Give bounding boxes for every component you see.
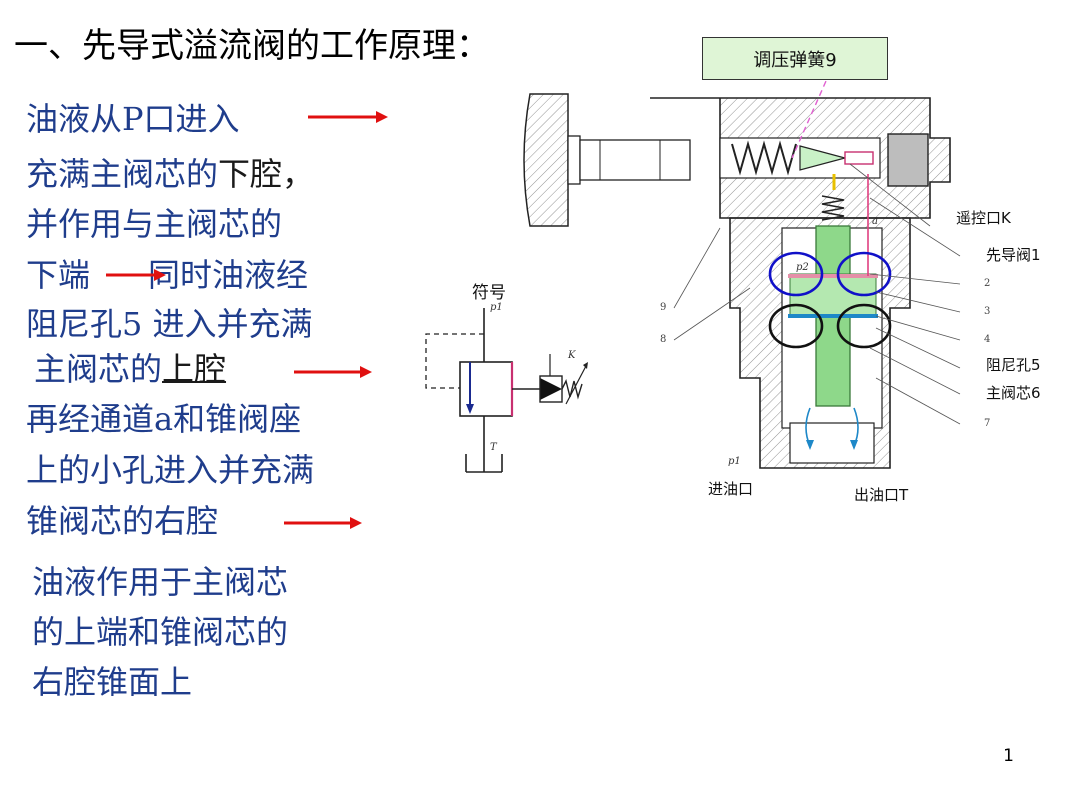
text-line-4b: 同时油液经	[148, 256, 309, 294]
part-number-8: 8	[660, 334, 667, 345]
text-line-6b: 上腔	[162, 350, 227, 388]
text-line-4: 下端 同时油液经	[26, 256, 308, 294]
a-label: a	[872, 216, 878, 227]
part-number-9: 9	[660, 302, 667, 313]
spring-callout: 调压弹簧9	[702, 37, 888, 80]
text-line-2a: 充满主阀芯的	[26, 155, 219, 193]
orifice-label: 阻尼孔5	[986, 356, 1041, 374]
text-line-10: 油液作用于主阀芯	[32, 563, 289, 601]
page-number: 1	[1003, 746, 1014, 766]
text-line-3: 并作用与主阀芯的	[26, 205, 283, 243]
remote-port-label: 遥控口K	[956, 209, 1011, 227]
text-line-12: 右腔锥面上	[32, 663, 193, 701]
text-line-2b: 下腔，	[218, 155, 315, 193]
red-arrow-3	[294, 366, 372, 378]
symbol-t-label: T	[490, 442, 497, 453]
red-arrow-1	[308, 111, 388, 123]
valve-cross-section	[523, 78, 961, 469]
inlet-label: 进油口	[708, 480, 754, 498]
outlet-label: 出油口T	[854, 486, 909, 504]
pilot-valve-label: 先导阀1	[986, 246, 1041, 264]
symbol-title: 符号	[472, 283, 506, 303]
part-number-2: 2	[984, 278, 991, 289]
text-line-8: 上的小孔进入并充满	[26, 451, 315, 489]
text-line-7: 再经通道a和锥阀座	[26, 400, 302, 438]
part-number-7: 7	[984, 418, 991, 429]
text-line-1: 油液从P口进入	[26, 100, 240, 138]
symbol-k-label: K	[568, 350, 576, 361]
red-arrow-2	[106, 269, 166, 281]
relief-valve-symbol	[425, 308, 588, 473]
part-number-4: 4	[984, 334, 991, 345]
text-line-11: 的上端和锥阀芯的	[32, 613, 289, 651]
text-line-4a: 下端	[26, 256, 91, 294]
main-spool-label: 主阀芯6	[986, 384, 1041, 402]
text-line-6a: 主阀芯的	[34, 350, 163, 388]
page-title: 一、先导式溢流阀的工作原理：	[14, 26, 490, 66]
p1-label: p1	[728, 456, 741, 467]
p2-label: p2	[796, 262, 809, 273]
red-arrow-4	[284, 517, 362, 529]
text-line-2: 充满主阀芯的下腔，	[26, 155, 314, 193]
part-number-3: 3	[984, 306, 991, 317]
symbol-p1-label: p1	[490, 302, 503, 313]
text-line-5: 阻尼孔5 进入并充满	[26, 305, 313, 343]
text-line-6: 主阀芯的上腔	[34, 350, 226, 388]
text-line-9: 锥阀芯的右腔	[26, 502, 219, 540]
